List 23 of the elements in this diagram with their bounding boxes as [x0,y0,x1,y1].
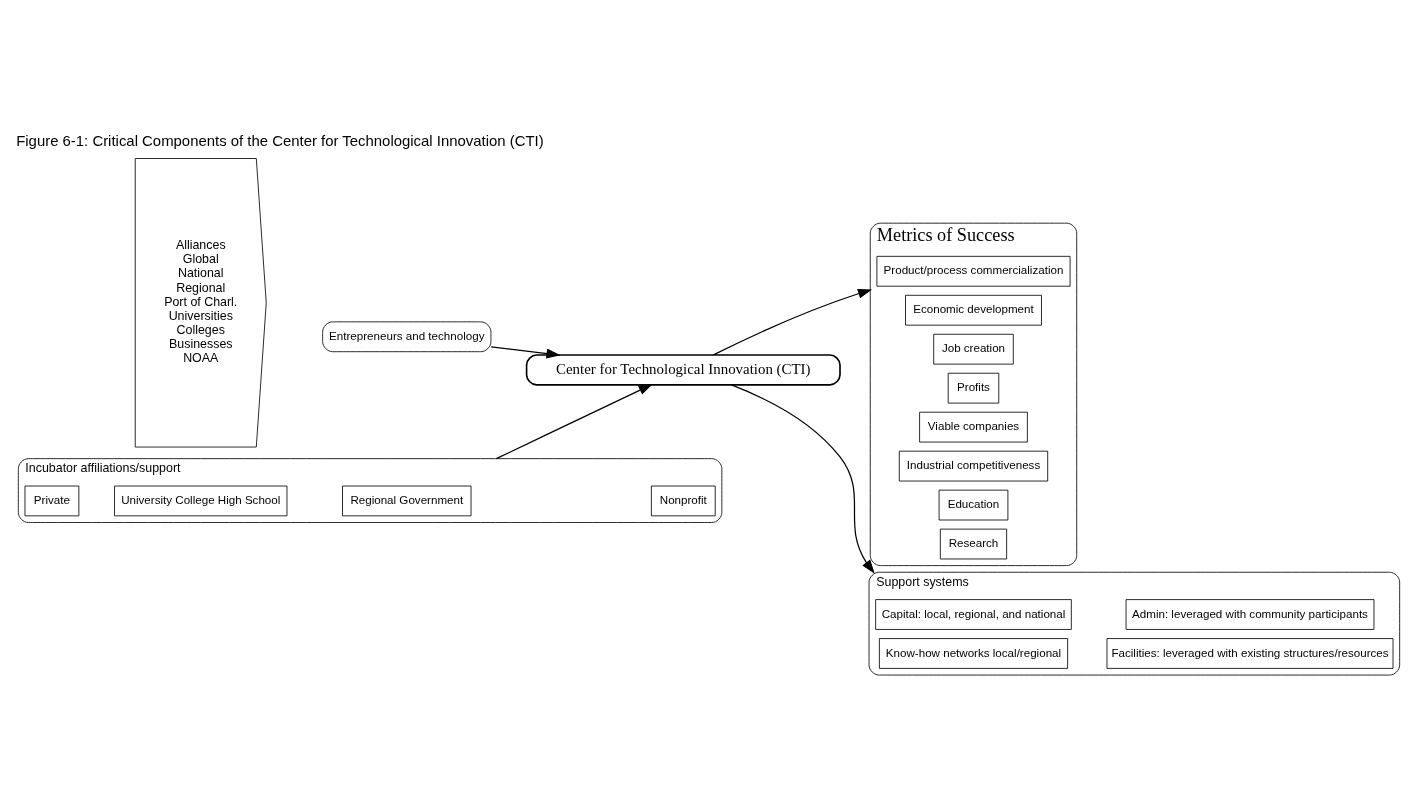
node-box: Entrepreneurs and technology [322,321,492,353]
node-box: Product/process commercialization [876,255,1071,287]
arrow [712,288,873,356]
node-box: University College High School [114,485,288,517]
node-box: Center for Technological Innovation (CTI) [525,354,841,386]
node-box: Capital: local, regional, and national [875,599,1072,630]
node-box: Regional Government [342,485,472,517]
arrow [490,346,561,359]
diagram-title: Figure 6-1: Critical Components of the Center for Technological Innovation (CTI) [16,131,544,149]
node-box: Viable companies [919,411,1028,443]
node-box: Nonprofit [650,485,716,517]
node-box: Admin: leveraged with community participants [1125,599,1375,630]
node-box: Industrial competitiveness [898,450,1049,482]
node-box: Facilities: leveraged with existing structures/resources [1106,638,1394,669]
node-box: Profits [947,372,1000,404]
arrow [730,384,875,574]
arrow [495,384,653,460]
node-box: Job creation [933,333,1014,365]
node-box: Economic development [905,294,1042,326]
node-box: Education [938,489,1009,521]
node-box: Research [939,528,1008,560]
node-box: Know-how networks local/regional [878,638,1068,669]
node-box: Private [24,485,80,517]
